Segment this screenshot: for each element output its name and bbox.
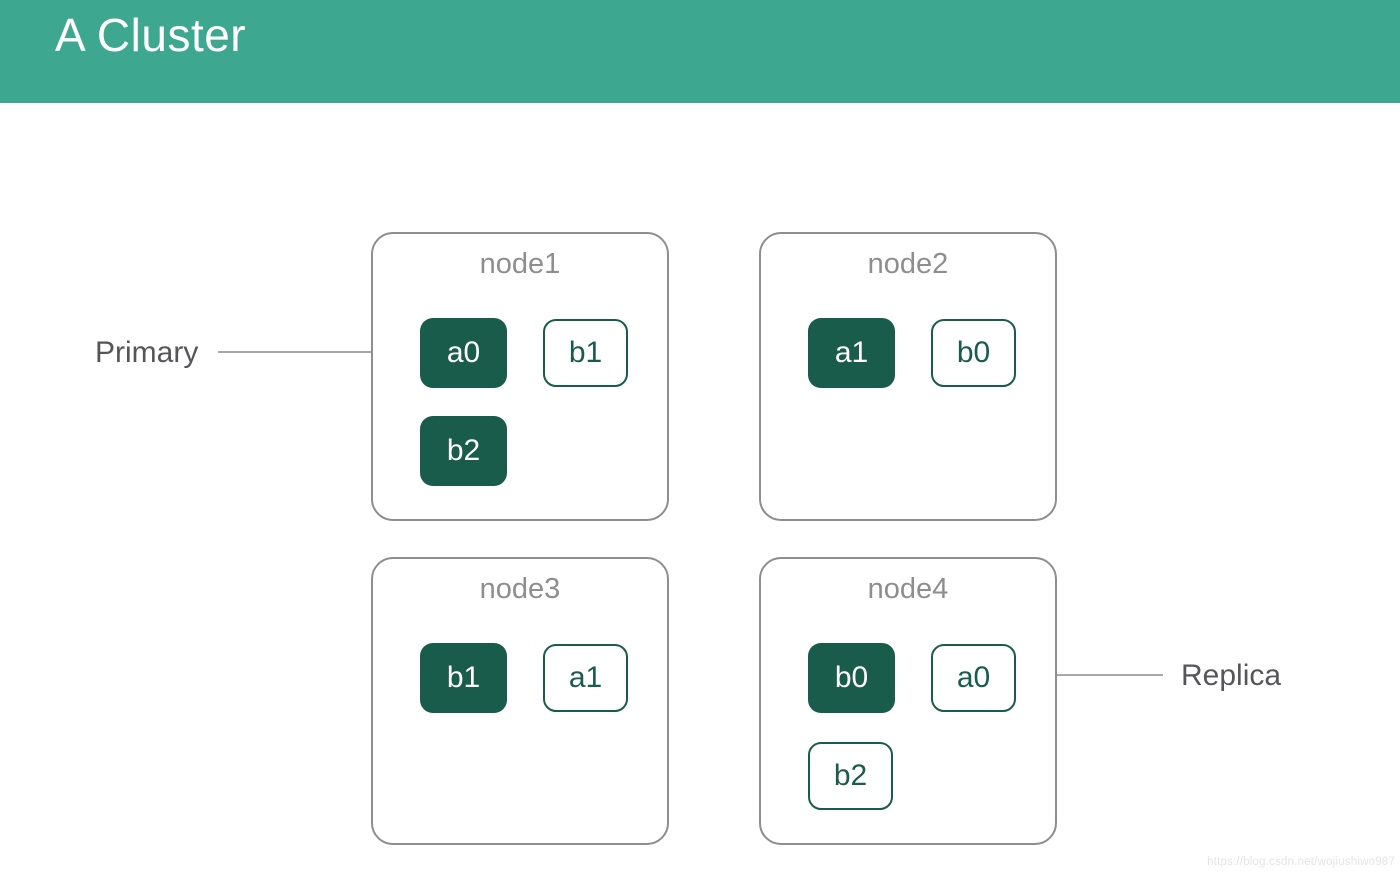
node3-title: node3	[479, 573, 561, 605]
replica-label: Replica	[1181, 659, 1282, 692]
partition-b2-primary: b2	[420, 416, 507, 486]
partition-a1-primary: a1	[808, 318, 895, 388]
node-node1: node1 a0 b1 b2	[371, 232, 669, 521]
page-title: A Cluster	[55, 9, 247, 61]
partition-b0-primary: b0	[808, 643, 895, 713]
partition-b1-replica: b1	[543, 319, 628, 387]
node-node3: node3 b1 a1	[371, 557, 669, 845]
partition-b2-replica: b2	[808, 742, 893, 810]
node-node2: node2 a1 b0	[759, 232, 1057, 521]
partition-a0-primary: a0	[420, 318, 507, 388]
node1-title: node1	[479, 248, 561, 280]
header-bar: A Cluster	[0, 0, 1400, 103]
node2-title: node2	[867, 248, 949, 280]
node4-title: node4	[867, 573, 949, 605]
partition-b1-primary: b1	[420, 643, 507, 713]
partition-a1-replica: a1	[543, 644, 628, 712]
node-node4: node4 b0 a0 b2	[759, 557, 1057, 845]
watermark-url: https://blog.csdn.net/wojiushiwo987	[1207, 856, 1395, 868]
partition-b0-replica: b0	[931, 319, 1016, 387]
primary-label: Primary	[95, 336, 199, 369]
partition-a0-replica: a0	[931, 644, 1016, 712]
